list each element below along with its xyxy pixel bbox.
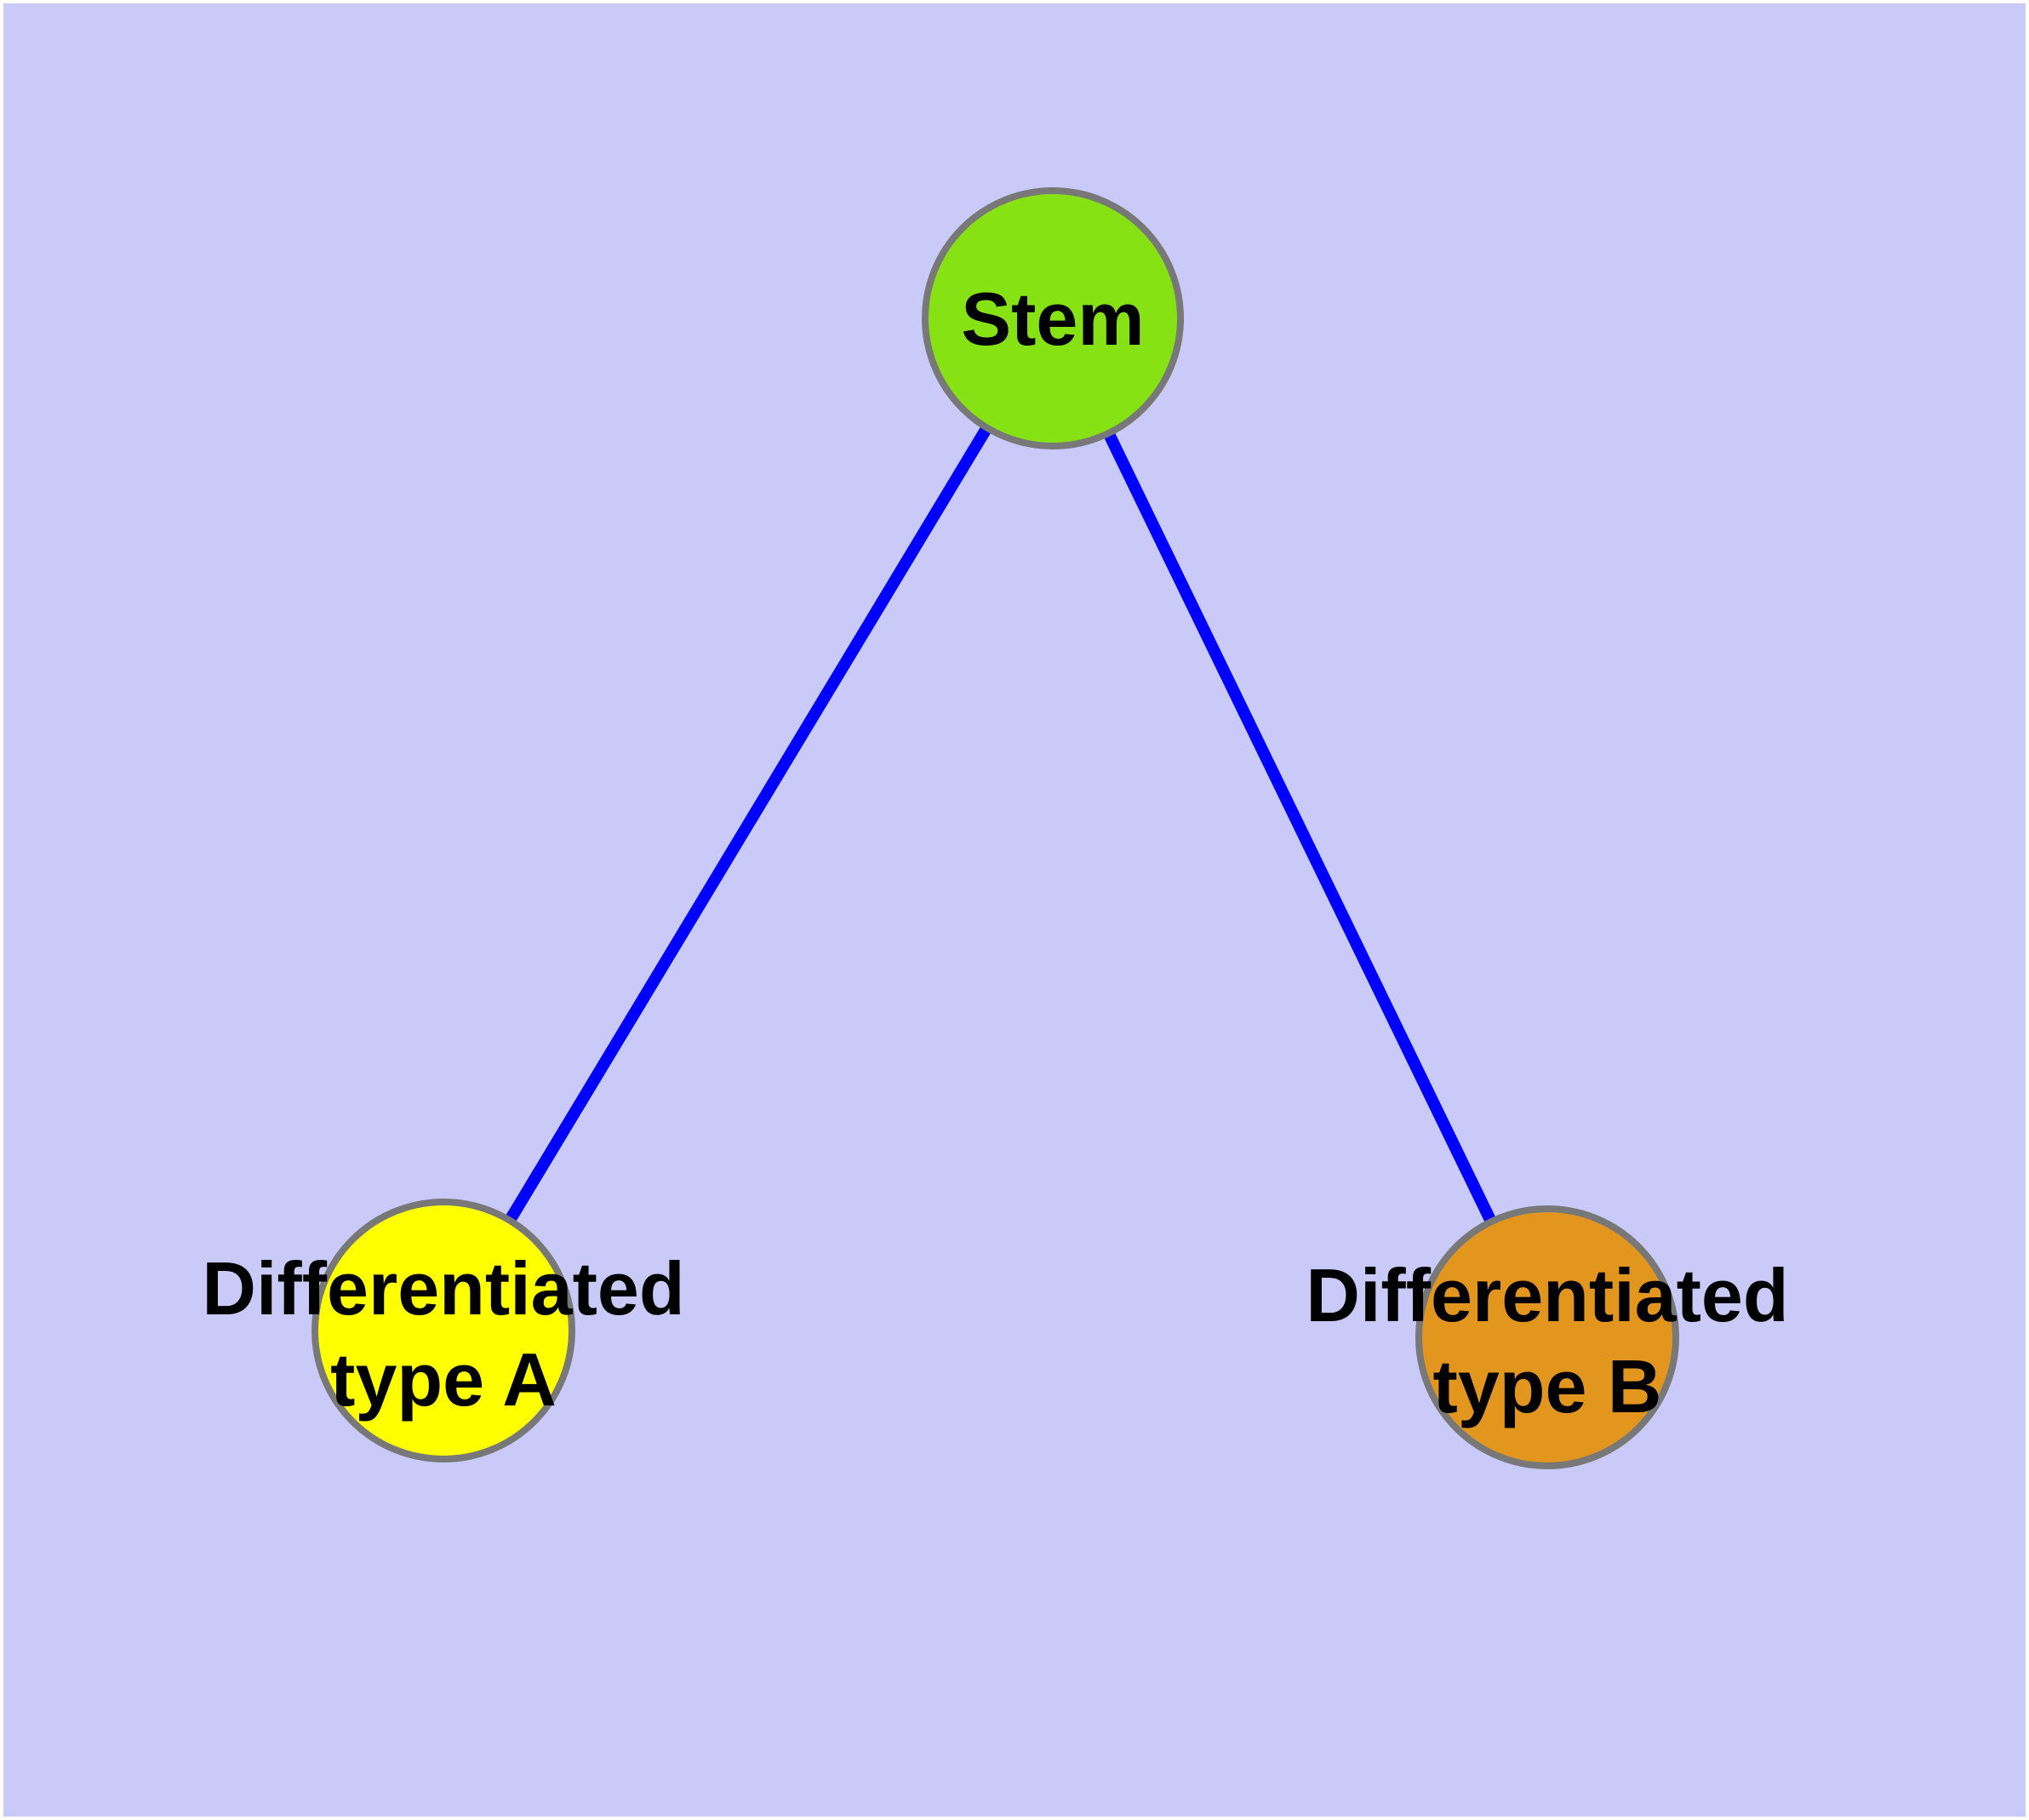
node-label-line: Differentiated <box>1306 1253 1788 1337</box>
node-stem <box>922 187 1184 449</box>
node-label-line: Stem <box>961 277 1144 361</box>
node-type-a <box>311 1199 575 1462</box>
node-label-line: type B <box>1433 1344 1662 1428</box>
node-type-b <box>1415 1205 1679 1469</box>
edge-stem-type-b <box>1047 315 1553 1341</box>
node-label-line: Differentiated <box>202 1246 684 1331</box>
node-label-line: type A <box>330 1337 557 1422</box>
edge-stem-type-a <box>438 315 1058 1334</box>
node-label-stem: Stem <box>961 277 1144 361</box>
